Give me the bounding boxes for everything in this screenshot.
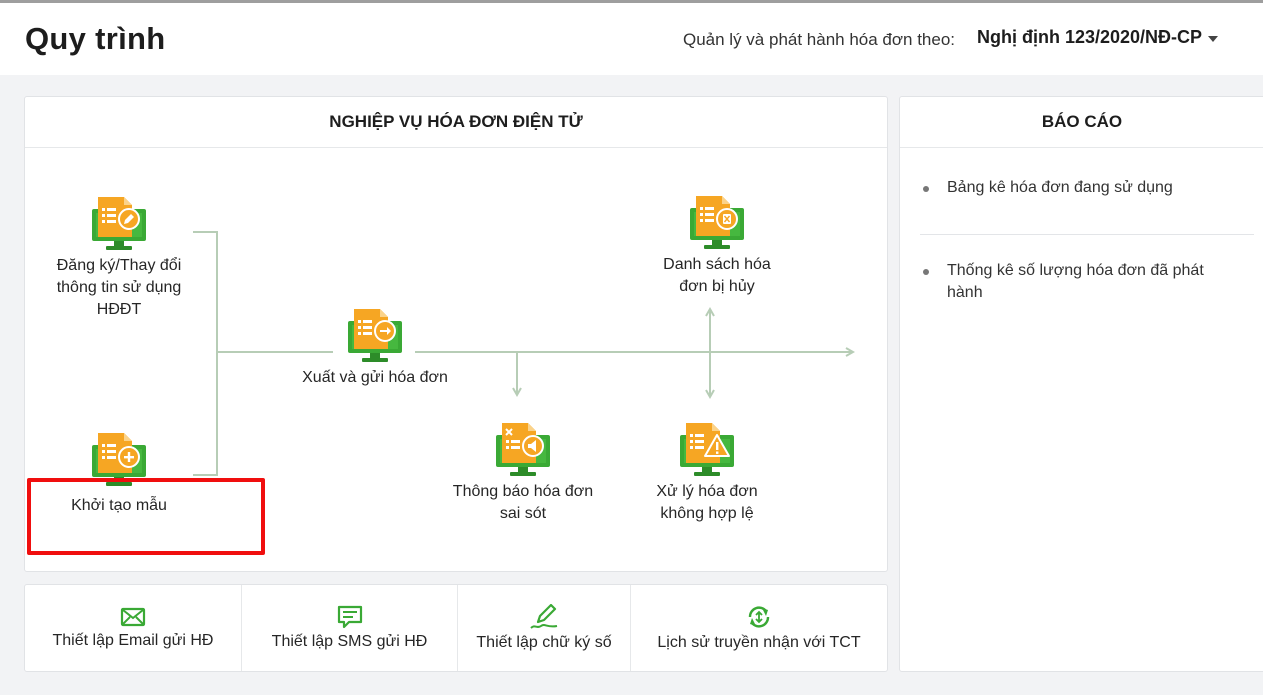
node-invalid-line1: Xử lý hóa đơn: [656, 483, 758, 500]
sync-history-icon: [748, 606, 770, 628]
setting-tct-history[interactable]: Lịch sử truyền nhận với TCT: [631, 585, 887, 671]
report-panel-title: BÁO CÁO: [900, 97, 1263, 148]
process-panel: NGHIỆP VỤ HÓA ĐƠN ĐIỆN TỬ: [24, 96, 888, 572]
page-title: Quy trình: [25, 21, 166, 56]
node-error-notice[interactable]: Thông báo hóa đơn sai sót: [437, 421, 609, 525]
caret-down-icon: [1208, 35, 1219, 42]
setting-sms-label: Thiết lập SMS gửi HĐ: [271, 633, 428, 650]
node-issue-invoice[interactable]: Xuất và gửi hóa đơn: [287, 307, 463, 389]
node-register-line2: thông tin sử dụng: [56, 279, 182, 296]
report-item-label-cont: hành: [947, 284, 983, 301]
setting-email-label: Thiết lập Email gửi HĐ: [52, 632, 214, 649]
invoice-edit-icon: [92, 197, 146, 250]
report-list: Bảng kê hóa đơn đang sử dụng Thống kê số…: [920, 177, 1254, 304]
report-item-label: Thống kê số lượng hóa đơn đã phát: [947, 262, 1204, 279]
invoice-send-icon: [348, 309, 402, 362]
node-cancelled-line1: Danh sách hóa: [663, 256, 771, 273]
setting-signature[interactable]: Thiết lập chữ ký số: [458, 585, 631, 671]
node-error-line1: Thông báo hóa đơn: [452, 483, 594, 500]
signature-icon: [530, 604, 558, 629]
mail-icon: [120, 607, 146, 627]
node-cancelled-line2: đơn bị hủy: [679, 278, 755, 295]
node-register-line1: Đăng ký/Thay đổi: [56, 257, 182, 274]
decree-select-value: Nghị định 123/2020/NĐ-CP: [977, 27, 1203, 47]
settings-bar: Thiết lập Email gửi HĐ Thiết lập SMS gửi…: [24, 584, 888, 672]
node-invalid-invoice[interactable]: Xử lý hóa đơn không hợp lệ: [637, 421, 777, 525]
top-strip: [0, 0, 1263, 3]
node-error-line2: sai sót: [499, 505, 547, 522]
node-register-line3: HĐĐT: [96, 301, 142, 318]
page-header: Quy trình Quản lý và phát hành hóa đơn t…: [0, 3, 1263, 75]
invoice-warning-icon: [680, 423, 734, 476]
invoice-announce-icon: [496, 423, 550, 476]
invoice-cancel-icon: [690, 196, 744, 249]
node-register-info[interactable]: Đăng ký/Thay đổi thông tin sử dụng HĐĐT: [37, 195, 201, 321]
report-item-label: Bảng kê hóa đơn đang sử dụng: [947, 179, 1173, 196]
invoice-add-icon: [92, 433, 146, 486]
node-create-template[interactable]: Khởi tạo mẫu: [47, 431, 191, 517]
setting-sms[interactable]: Thiết lập SMS gửi HĐ: [242, 585, 458, 671]
report-item-issued-stats[interactable]: Thống kê số lượng hóa đơn đã phát hành: [920, 260, 1254, 304]
sms-icon: [337, 605, 362, 629]
node-cancelled-invoices[interactable]: Danh sách hóa đơn bị hủy: [642, 194, 792, 298]
node-template-label: Khởi tạo mẫu: [71, 497, 167, 514]
report-panel: BÁO CÁO Bảng kê hóa đơn đang sử dụng Thố…: [899, 96, 1263, 672]
setting-tct-history-label: Lịch sử truyền nhận với TCT: [657, 634, 861, 651]
report-item-invoice-usage[interactable]: Bảng kê hóa đơn đang sử dụng: [920, 177, 1254, 199]
decree-select[interactable]: Nghị định 123/2020/NĐ-CP: [977, 27, 1219, 48]
node-invalid-line2: không hợp lệ: [660, 505, 754, 522]
bracket-top: [193, 231, 218, 476]
setting-email[interactable]: Thiết lập Email gửi HĐ: [25, 585, 242, 671]
flow-connectors: [193, 231, 887, 476]
setting-signature-label: Thiết lập chữ ký số: [476, 634, 612, 651]
node-issue-label: Xuất và gửi hóa đơn: [302, 369, 448, 386]
report-divider: [920, 234, 1254, 235]
decree-label: Quản lý và phát hành hóa đơn theo:: [683, 30, 956, 49]
process-panel-title: NGHIỆP VỤ HÓA ĐƠN ĐIỆN TỬ: [25, 97, 887, 148]
